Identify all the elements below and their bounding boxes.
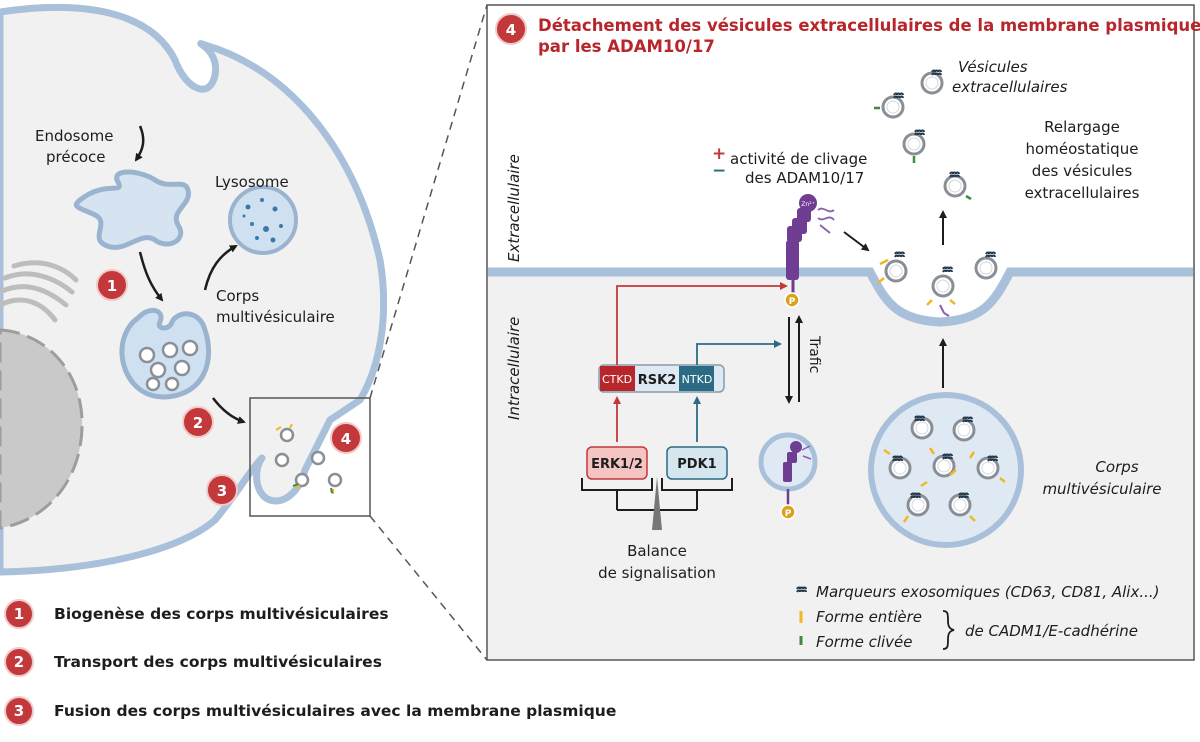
activity-label-1: activité de clivage bbox=[730, 150, 867, 168]
step-badge-1: 1 bbox=[96, 269, 128, 301]
svg-text:Forme clivée: Forme clivée bbox=[816, 633, 913, 651]
legend-badge-3: 3 bbox=[4, 696, 34, 726]
legend-item-3: 3 Fusion des corps multivésiculaires ave… bbox=[4, 694, 616, 728]
release-label-1: Relargage bbox=[1044, 118, 1120, 136]
legend-text-1: Biogenèse des corps multivésiculaires bbox=[54, 605, 389, 623]
endosome-label-1: Endosome bbox=[35, 127, 114, 145]
release-label-3: des vésicules bbox=[1032, 162, 1133, 180]
svg-text:1: 1 bbox=[107, 277, 117, 295]
balance-label-2: de signalisation bbox=[598, 564, 716, 582]
left-mvb-label-2: multivésiculaire bbox=[216, 308, 335, 326]
balance-label-1: Balance bbox=[627, 542, 687, 560]
legend-text-2: Transport des corps multivésiculaires bbox=[54, 653, 382, 671]
svg-text:4: 4 bbox=[341, 430, 351, 448]
multivesicular-body bbox=[119, 307, 212, 400]
release-label-2: homéostatique bbox=[1026, 140, 1139, 158]
plus-sign: + bbox=[712, 144, 726, 164]
ntkd-label: NTKD bbox=[682, 373, 713, 386]
svg-text:Forme entière: Forme entière bbox=[816, 608, 922, 626]
rsk2-label: RSK2 bbox=[638, 373, 677, 388]
key-markers: Marqueurs exosomiques (CD63, CD81, Alix.… bbox=[796, 583, 1159, 601]
zn-label: Zn²⁺ bbox=[801, 201, 815, 208]
panel-mvb-label-2: multivésiculaire bbox=[1042, 480, 1161, 498]
phosphate-icon-2 bbox=[780, 504, 796, 520]
erk-box: ERK1/2 bbox=[586, 446, 648, 480]
label-intracellular: Intracellulaire bbox=[505, 317, 523, 420]
endosome-label-2: précoce bbox=[46, 148, 106, 166]
step-badge-3: 3 bbox=[206, 474, 238, 506]
ev-label-2: extracellulaires bbox=[952, 78, 1068, 96]
key-brace bbox=[942, 610, 955, 650]
cd63-marker-icon bbox=[796, 586, 807, 593]
left-cell: Endosome précoce Lysosome Corps multivés… bbox=[0, 3, 488, 661]
step-badge-2: 2 bbox=[182, 406, 214, 438]
pdk-box: PDK1 bbox=[666, 446, 728, 480]
left-mvb-label-1: Corps bbox=[216, 287, 259, 305]
legend-text-3: Fusion des corps multivésiculaires avec … bbox=[54, 702, 617, 720]
svg-text:ERK1/2: ERK1/2 bbox=[591, 457, 643, 472]
svg-text:Marqueurs exosomiques (CD63, C: Marqueurs exosomiques (CD63, CD81, Alix.… bbox=[816, 583, 1159, 601]
svg-text:4: 4 bbox=[506, 21, 516, 39]
adam-protein-icon: Zn²⁺ bbox=[786, 194, 835, 280]
trafic-label: Trafic bbox=[806, 335, 822, 373]
minus-sign: − bbox=[712, 161, 726, 181]
activity-label-2: des ADAM10/17 bbox=[745, 169, 864, 187]
endocytic-vesicle: P bbox=[758, 432, 818, 520]
svg-text:P: P bbox=[789, 297, 796, 307]
ctkd-label: CTKD bbox=[602, 373, 632, 386]
zoom-box bbox=[249, 397, 371, 517]
phosphate-icon: P bbox=[784, 292, 800, 308]
lysosome-label: Lysosome bbox=[215, 173, 289, 191]
key-cadm: de CADM1/E-cadhérine bbox=[965, 622, 1138, 640]
zoom-box-vesicles bbox=[274, 427, 343, 488]
legend-item-2: 2 Transport des corps multivésiculaires bbox=[4, 645, 382, 679]
panel-mvb-label-1: Corps bbox=[1095, 458, 1138, 476]
step-badge-4: 4 bbox=[330, 422, 362, 454]
lysosome bbox=[228, 185, 298, 255]
key-full-form: Forme entière bbox=[799, 608, 922, 626]
svg-text:2: 2 bbox=[193, 414, 203, 432]
svg-text:PDK1: PDK1 bbox=[677, 457, 716, 472]
panel-title-2: par les ADAM10/17 bbox=[538, 37, 715, 56]
zoom-panel: 4 Détachement des vésicules extracellula… bbox=[486, 4, 1200, 661]
plasma-membrane bbox=[488, 267, 1193, 327]
svg-text:3: 3 bbox=[217, 482, 227, 500]
svg-text:P: P bbox=[785, 509, 792, 519]
label-extracellular: Extracellulaire bbox=[505, 154, 523, 262]
release-label-4: extracellulaires bbox=[1025, 184, 1140, 202]
rsk2-kinase: CTKD RSK2 NTKD bbox=[598, 364, 725, 393]
legend-badge-1: 1 bbox=[4, 599, 34, 629]
early-endosome bbox=[73, 169, 191, 250]
panel-title-1: Détachement des vésicules extracellulair… bbox=[538, 16, 1200, 35]
nucleus bbox=[0, 328, 84, 530]
golgi bbox=[0, 260, 79, 323]
ev-label-1: Vésicules bbox=[958, 58, 1028, 76]
key-cleaved-form: Forme clivée bbox=[799, 633, 913, 651]
legend-badge-2: 2 bbox=[4, 647, 34, 677]
panel-step-badge: 4 bbox=[495, 13, 527, 45]
panel-multivesicular-body bbox=[868, 392, 1024, 548]
released-vesicles bbox=[874, 69, 972, 201]
legend-item-1: 1 Biogenèse des corps multivésiculaires bbox=[4, 597, 389, 631]
budding-vesicles bbox=[877, 251, 998, 317]
